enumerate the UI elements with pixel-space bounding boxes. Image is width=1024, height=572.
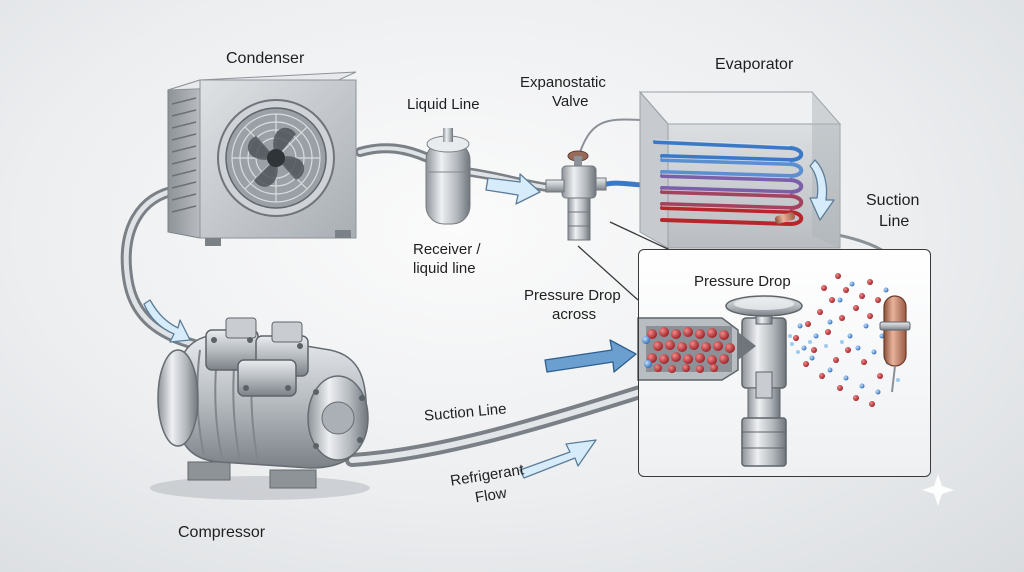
arrow-pressure-drop [544,339,637,373]
label-pressure-drop-across-2: across [552,306,597,323]
evaporator-unit [638,90,842,249]
condenser-unit [167,71,357,246]
valve-cutaway-inset [637,249,931,477]
label-suction-line-right-2: Line [879,213,910,230]
label-evaporator: Evaporator [715,56,794,73]
arrow-to-valve [485,173,541,205]
fan-icon [217,99,335,217]
evaporator-coil [653,140,804,227]
receiver-tank [425,128,471,225]
label-suction-line-right-1: Suction [866,192,920,209]
label-compressor: Compressor [178,524,266,541]
liquid-refrigerant-particles [647,327,735,373]
sensing-bulb [879,295,911,393]
compressor-unit [150,317,370,500]
label-receiver-2: liquid line [413,260,476,277]
label-receiver-1: Receiver / [413,241,481,258]
arrow-condenser-to-compressor [143,299,191,343]
capillary-tube [577,117,691,159]
flow-arrows [143,159,835,479]
label-inset-pressure-drop: Pressure Drop [694,273,791,290]
label-liquid-line: Liquid Line [407,96,480,113]
expansion-valve [545,150,607,241]
label-pressure-drop-across-1: Pressure Drop [524,287,621,304]
label-valve-1: Expanostatic [520,74,606,91]
sparkle-icon [922,474,954,506]
cylinder-heads [205,317,309,397]
vapor-spray-particles [788,273,900,407]
label-valve-2: Valve [552,93,589,110]
inset-pointer [577,221,671,301]
arrow-refrigerant-flow [519,439,597,479]
arrow-evaporator-down [809,159,835,221]
label-condenser: Condenser [226,50,305,67]
